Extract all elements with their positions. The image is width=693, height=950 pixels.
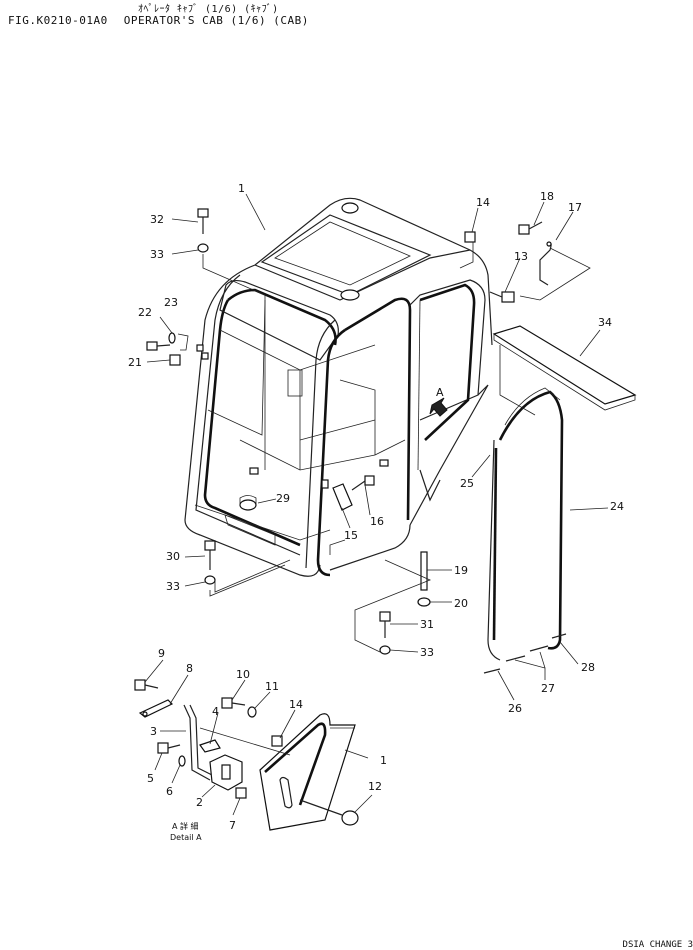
- figure-title: OPERATOR'S CAB (1/6) (CAB): [123, 14, 309, 27]
- window-seal: [483, 387, 567, 674]
- detail-a-caption-jp: A 詳 細: [172, 821, 199, 831]
- callout-16: 16: [370, 515, 384, 528]
- header-japanese: ｵﾍﾟﾚｰﾀ ｷｬﾌﾞ (1/6) (ｷｬﾌﾞ): [138, 4, 279, 15]
- header-line: FIG.K0210-01A0 OPERATOR'S CAB (1/6) (CAB): [8, 14, 325, 27]
- callout-33-right: 33: [420, 646, 434, 659]
- detail-a: [134, 659, 373, 831]
- cab-body: A: [184, 197, 493, 577]
- callout-1: 1: [238, 182, 245, 195]
- callout-2: 2: [196, 796, 203, 809]
- detail-a-caption: Detail A: [170, 833, 202, 842]
- callout-32: 32: [150, 213, 164, 226]
- callout-labels: 1 2 3 4 5 6 7 8 9 10 11 12 13 14 14 15 1…: [128, 182, 624, 842]
- callout-19: 19: [454, 564, 468, 577]
- callout-3: 3: [150, 725, 157, 738]
- callout-1-detail: 1: [380, 754, 387, 767]
- callout-15: 15: [344, 529, 358, 542]
- callout-18: 18: [540, 190, 554, 203]
- callout-13: 13: [514, 250, 528, 263]
- callout-31: 31: [420, 618, 434, 631]
- callout-9: 9: [158, 647, 165, 660]
- callout-8: 8: [186, 662, 193, 675]
- callout-17: 17: [568, 201, 582, 214]
- callout-27: 27: [541, 682, 555, 695]
- callout-7: 7: [229, 819, 236, 832]
- callout-10: 10: [236, 668, 250, 681]
- fasteners: [146, 208, 552, 655]
- callout-23: 23: [164, 296, 178, 309]
- callout-5: 5: [147, 772, 154, 785]
- callout-14-detail: 14: [289, 698, 303, 711]
- callout-28: 28: [581, 661, 595, 674]
- callout-14: 14: [476, 196, 490, 209]
- callout-21: 21: [128, 356, 142, 369]
- callout-6: 6: [166, 785, 173, 798]
- corner-note: DSIA CHANGE 3: [622, 940, 693, 950]
- figure-number: FIG.K0210-01A0: [8, 14, 108, 27]
- callout-24: 24: [610, 500, 624, 513]
- callout-20: 20: [454, 597, 468, 610]
- callout-33-lower: 33: [166, 580, 180, 593]
- callout-29: 29: [276, 492, 290, 505]
- leader-lines: [146, 193, 609, 701]
- callout-33: 33: [150, 248, 164, 261]
- callout-34: 34: [598, 316, 612, 329]
- callout-4: 4: [212, 705, 219, 718]
- callout-22: 22: [138, 306, 152, 319]
- roof-plate: [492, 325, 637, 416]
- callout-12: 12: [368, 780, 382, 793]
- callout-25: 25: [460, 477, 474, 490]
- callout-11: 11: [265, 680, 279, 693]
- callout-30: 30: [166, 550, 180, 563]
- view-a-marker: A: [436, 386, 444, 399]
- callout-26: 26: [508, 702, 522, 715]
